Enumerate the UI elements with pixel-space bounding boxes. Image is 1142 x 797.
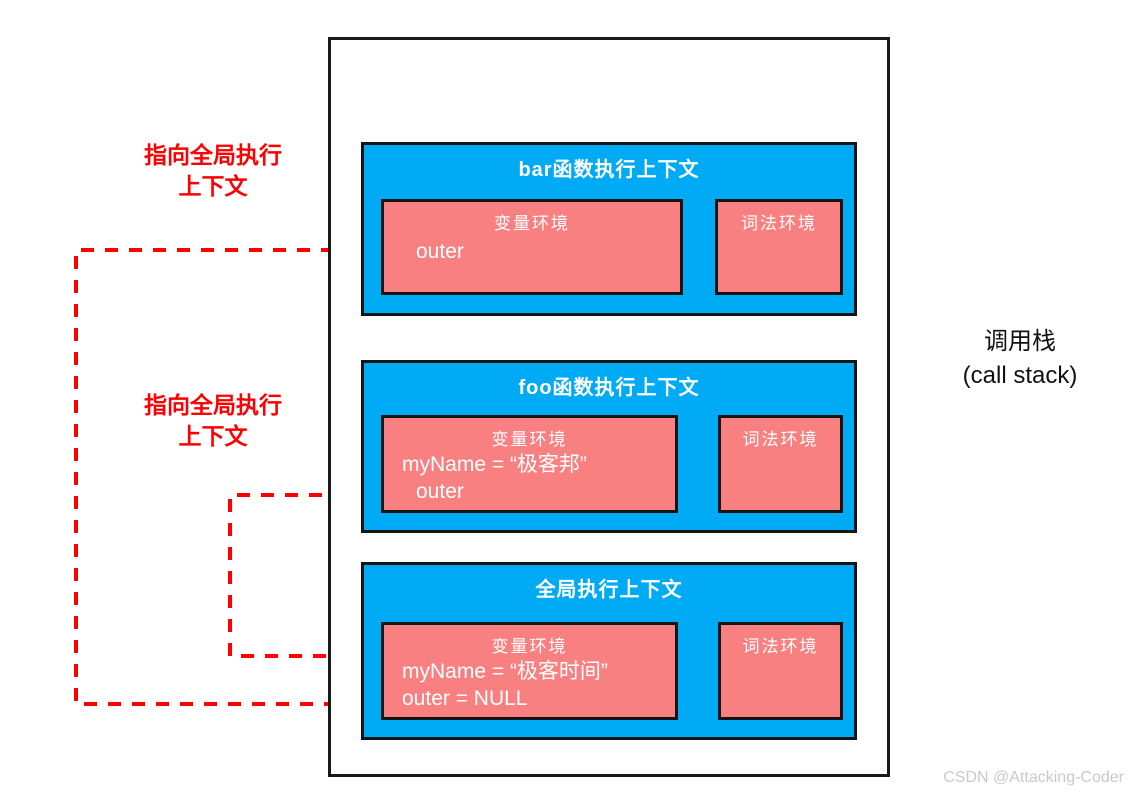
annotation-line-2: 上下文 [178,423,248,450]
variable-entry-myname: myName = “极客时间” [402,660,608,683]
lexical-environment-global[interactable]: 词法环境 [718,622,843,720]
lexical-environment-bar[interactable]: 词法环境 [715,199,843,295]
variable-environment-foo[interactable]: 变量环境 myName = “极客邦” outer [381,415,678,513]
execution-context-bar[interactable]: bar函数执行上下文 变量环境 outer 词法环境 [361,142,857,316]
context-title: foo函数执行上下文 [518,377,700,399]
variable-environment-title: 变量环境 [491,637,568,656]
annotation-line-1: 指向全局执行 [144,392,282,418]
execution-context-global[interactable]: 全局执行上下文 变量环境 myName = “极客时间” outer = NUL… [361,562,857,740]
annotation-bar-outer-pointer: 指向全局执行 上下文 [118,140,308,202]
context-title: bar函数执行上下文 [518,159,700,181]
execution-context-foo[interactable]: foo函数执行上下文 变量环境 myName = “极客邦” outer 词法环… [361,360,857,533]
variable-environment-bar[interactable]: 变量环境 outer [381,199,683,295]
variable-environment-title: 变量环境 [494,214,570,233]
variable-entry-outer: outer = NULL [402,687,528,710]
annotation-line-2: 上下文 [178,173,248,200]
annotation-line-1: 指向全局执行 [144,142,282,168]
variable-entry-outer: outer [416,480,464,503]
lexical-environment-foo[interactable]: 词法环境 [718,415,843,513]
variable-environment-title: 变量环境 [491,430,568,449]
lexical-environment-title: 词法环境 [742,430,819,449]
call-stack-caption: 调用栈 (call stack) [905,325,1135,392]
variable-entry-myname: myName = “极客邦” [402,453,587,476]
variable-entry-outer: outer [416,240,464,263]
annotation-foo-outer-pointer: 指向全局执行 上下文 [118,390,308,452]
caption-line-2: (call stack) [962,361,1078,389]
variable-environment-global[interactable]: 变量环境 myName = “极客时间” outer = NULL [381,622,678,720]
context-title: 全局执行上下文 [535,579,683,601]
watermark: CSDN @Attacking-Coder [943,769,1124,786]
lexical-environment-title: 词法环境 [742,637,819,656]
caption-line-1: 调用栈 [984,328,1056,355]
lexical-environment-title: 词法环境 [741,214,817,233]
